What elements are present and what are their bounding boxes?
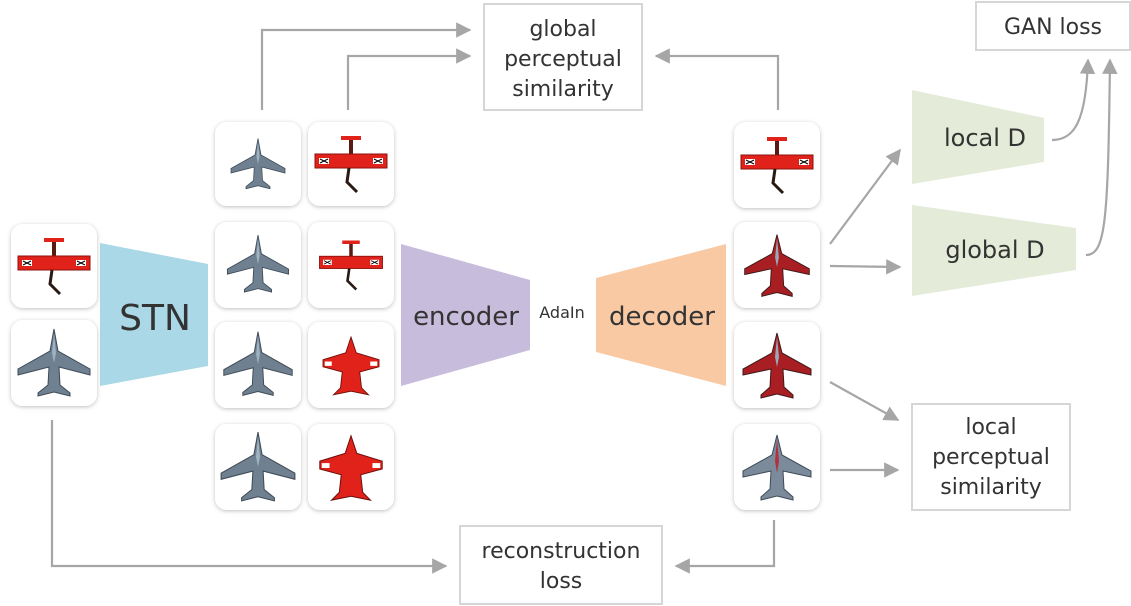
decoder-label: decoder <box>609 302 715 332</box>
output-thumbnail-4 <box>734 424 820 510</box>
arrow-to-global-d <box>829 259 902 275</box>
reconstruction-line1: reconstruction <box>482 539 641 564</box>
gan-loss-box: GAN loss <box>975 1 1131 51</box>
global-perceptual-line1: global <box>529 17 596 42</box>
arrow-to-local-perceptual-1 <box>829 381 900 421</box>
arrow-global-d-to-gan <box>1085 58 1118 257</box>
output-thumbnail-3 <box>734 322 820 408</box>
reconstruction-line2: loss <box>540 569 583 594</box>
local-perceptual-box: local perceptual similarity <box>911 403 1071 511</box>
input-thumbnail-red <box>11 224 97 308</box>
aligned-gray-2 <box>215 222 301 308</box>
global-perceptual-line2: perceptual <box>504 47 622 72</box>
local-perceptual-line3: similarity <box>940 475 1042 500</box>
arrow-local-d-to-gan <box>1051 58 1096 142</box>
encoder-module <box>401 244 530 386</box>
local-d-module <box>912 90 1044 184</box>
global-d-module <box>912 205 1076 296</box>
aligned-red-4 <box>308 424 394 510</box>
stn-module <box>100 243 208 386</box>
arrow-output-to-global <box>654 48 780 110</box>
aligned-red-2 <box>308 222 394 308</box>
output-thumbnail-1 <box>734 122 820 208</box>
stn-label: STN <box>119 298 191 339</box>
aligned-red-3 <box>308 322 394 408</box>
arrow-grayjet-to-global <box>260 22 472 110</box>
global-d-label: global D <box>945 236 1044 264</box>
encoder-label: encoder <box>413 302 519 332</box>
gan-loss-label: GAN loss <box>1004 15 1102 40</box>
output-thumbnail-2 <box>734 222 820 308</box>
local-perceptual-line1: local <box>965 415 1016 440</box>
local-d-label: local D <box>944 124 1026 152</box>
aligned-gray-4 <box>215 424 301 510</box>
arrow-output-to-reconstruction <box>674 520 776 574</box>
global-perceptual-line3: similarity <box>512 77 614 102</box>
aligned-red-1 <box>308 122 394 206</box>
aligned-gray-1 <box>215 122 301 206</box>
reconstruction-loss-box: reconstruction loss <box>459 525 663 605</box>
decoder-module <box>596 244 726 386</box>
arrow-redplane-to-global <box>346 48 472 110</box>
input-thumbnail-gray <box>11 320 97 406</box>
local-perceptual-line2: perceptual <box>932 445 1050 470</box>
arrow-input-to-reconstruction <box>50 420 448 574</box>
arrow-to-local-d <box>829 148 901 245</box>
global-perceptual-box: global perceptual similarity <box>483 3 643 111</box>
adain-label: AdaIn <box>539 303 584 322</box>
aligned-gray-3 <box>215 322 301 408</box>
